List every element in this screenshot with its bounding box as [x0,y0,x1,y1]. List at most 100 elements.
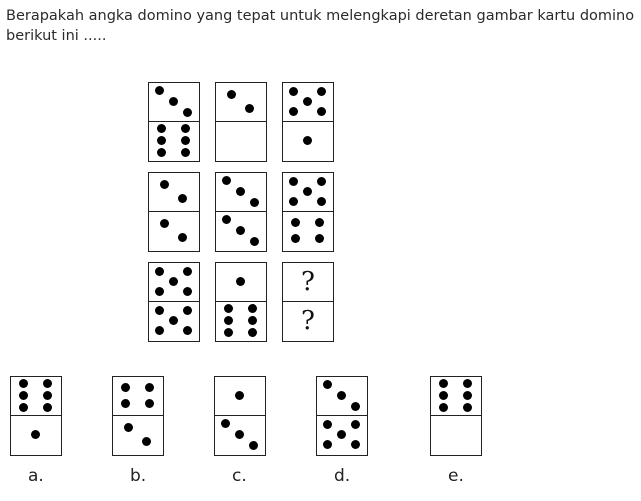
pip-dot [145,399,155,409]
pip-dot [169,277,178,286]
pip-dot [182,326,192,336]
pip-dot [145,382,155,392]
pip-dot [350,402,360,412]
pip-dot [43,391,53,400]
pip-dot [43,379,53,389]
puzzle-domino [215,262,267,342]
domino-divider [216,301,266,302]
pip-dot [156,136,166,145]
domino-top-half [149,173,199,211]
pip-dot [249,237,259,247]
domino-bottom-half [317,416,367,455]
pip-dot [177,233,187,243]
domino-divider [149,211,199,212]
pip-dot [316,197,326,207]
pip-dot [156,147,166,157]
option-domino-a[interactable] [10,376,62,456]
pip-dot [249,198,259,208]
pip-dot [18,402,28,412]
pip-dot [244,104,254,114]
option-label[interactable]: c. [232,466,247,486]
pip-dot [155,305,165,315]
pip-dot [248,327,258,337]
option-label[interactable]: e. [448,466,464,486]
pip-dot [223,304,233,314]
puzzle-domino [215,82,267,162]
domino-bottom-half [11,416,61,455]
pip-dot [289,197,299,207]
pip-dot [182,287,192,297]
pip-dot [236,277,245,286]
option-domino-b[interactable] [112,376,164,456]
pip-dot [316,176,326,186]
pip-dot [181,124,191,134]
pip-dot [222,214,232,224]
pip-dot [315,234,325,244]
pip-dot [463,379,473,389]
domino-divider [216,121,266,122]
domino-divider [215,415,265,416]
option-label[interactable]: b. [130,466,147,486]
pip-dot [438,379,448,389]
pip-dot [227,89,237,99]
pip-dot [236,187,245,196]
pip-dot [289,176,299,186]
domino-bottom-half [149,212,199,251]
domino-top-half [283,83,333,121]
domino-divider [11,415,61,416]
domino-top-half [431,377,481,415]
pip-dot [438,402,448,412]
question-mark: ? [301,267,315,297]
pip-dot [323,419,333,429]
domino-top-half [317,377,367,415]
domino-bottom-half [149,122,199,161]
pip-dot [248,304,258,314]
domino-divider [317,415,367,416]
pip-dot [156,124,166,134]
question-text: Berapakah angka domino yang tepat untuk … [6,8,635,44]
pip-dot [120,399,130,409]
domino-divider [283,211,333,212]
pip-dot [463,391,473,400]
pip-dot [248,441,258,451]
option-domino-d[interactable] [316,376,368,456]
pip-dot [303,136,312,145]
pip-dot [438,391,448,400]
option-domino-c[interactable] [214,376,266,456]
option-label[interactable]: d. [334,466,351,486]
domino-divider [216,211,266,212]
pip-dot [236,226,245,235]
pip-dot [43,402,53,412]
pip-dot [155,266,165,276]
pip-dot [290,217,300,227]
pip-dot [120,382,130,392]
domino-top-half [215,377,265,415]
domino-top-half [113,377,163,415]
pip-dot [182,305,192,315]
domino-bottom-half [149,302,199,341]
pip-dot [337,430,346,439]
option-domino-e[interactable] [430,376,482,456]
pip-dot [289,86,299,96]
pip-dot [182,108,192,118]
domino-bottom-half [431,416,481,455]
pip-dot [303,97,312,106]
option-label[interactable]: a. [28,466,44,486]
pip-dot [223,327,233,337]
pip-dot [323,379,333,389]
domino-top-half [149,263,199,301]
puzzle-domino [215,172,267,252]
pip-dot [155,85,165,95]
domino-bottom-half [283,122,333,161]
pip-dot [350,440,360,450]
pip-dot [235,391,244,400]
pip-dot [235,430,244,439]
pip-dot [221,418,231,428]
pip-dot [223,316,233,325]
domino-top-half [149,83,199,121]
pip-dot [337,391,346,400]
pip-dot [18,379,28,389]
domino-bottom-half [216,212,266,251]
puzzle-domino [148,82,200,162]
pip-dot [303,187,312,196]
